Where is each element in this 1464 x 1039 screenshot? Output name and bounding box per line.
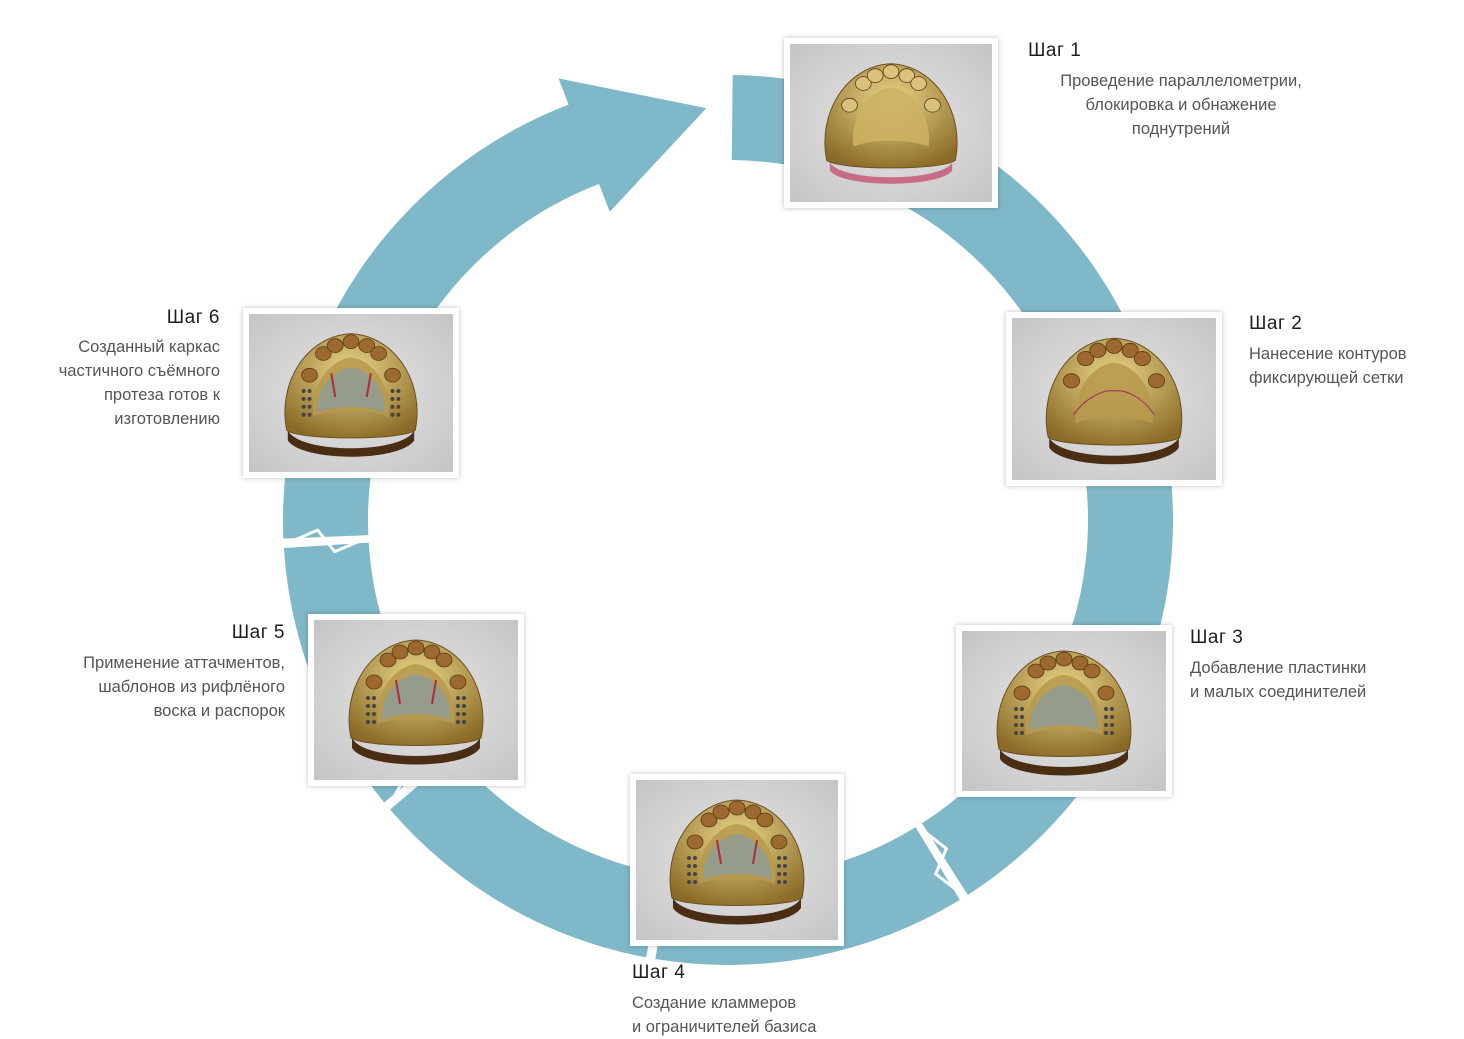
step-2-image	[1012, 318, 1216, 480]
dental-model-blocked-out-icon	[824, 63, 958, 184]
step-4-image	[636, 780, 838, 940]
dental-model-clasps-icon	[669, 799, 805, 925]
dental-model-plate-icon	[996, 650, 1132, 776]
ring-segment-5	[390, 754, 662, 958]
step-6-title: Шаг 6	[166, 307, 220, 328]
step-6-description: Созданный каркас частичного съёмного про…	[58, 338, 220, 428]
step-3-description: Добавление пластинки и малых соединителе…	[1190, 659, 1367, 701]
step-5-image	[314, 620, 518, 780]
step-4-title: Шаг 4	[632, 962, 686, 983]
step-6-image	[249, 314, 453, 472]
step-1-image	[790, 44, 992, 202]
step-2-title: Шаг 2	[1249, 313, 1303, 334]
step-6-card	[243, 308, 459, 478]
dental-model-framework-icon	[284, 333, 418, 457]
step-5-card	[308, 614, 524, 786]
ring-joint-6	[287, 528, 366, 554]
step-3-image	[962, 631, 1166, 791]
step-1-description: Проведение параллелометрии, блокировка и…	[1060, 72, 1302, 138]
step-4-description: Создание кламмеров и ограничителей базис…	[632, 994, 817, 1036]
ring-arrowhead	[558, 78, 707, 212]
step-3-title: Шаг 3	[1190, 627, 1244, 648]
step-4-card	[630, 774, 844, 946]
dental-model-attachments-icon	[348, 639, 484, 765]
ring-joint-3	[919, 827, 963, 896]
step-1-title: Шаг 1	[1028, 40, 1082, 61]
step-5-description: Применение аттачментов, шаблонов из рифл…	[83, 654, 285, 720]
dental-model-contours-icon	[1045, 337, 1183, 465]
step-1-card	[784, 38, 998, 208]
step-3-card	[956, 625, 1172, 797]
step-2-card	[1006, 312, 1222, 486]
step-2-description: Нанесение контуров фиксирующей сетки	[1249, 345, 1407, 387]
step-5-title: Шаг 5	[231, 622, 285, 643]
